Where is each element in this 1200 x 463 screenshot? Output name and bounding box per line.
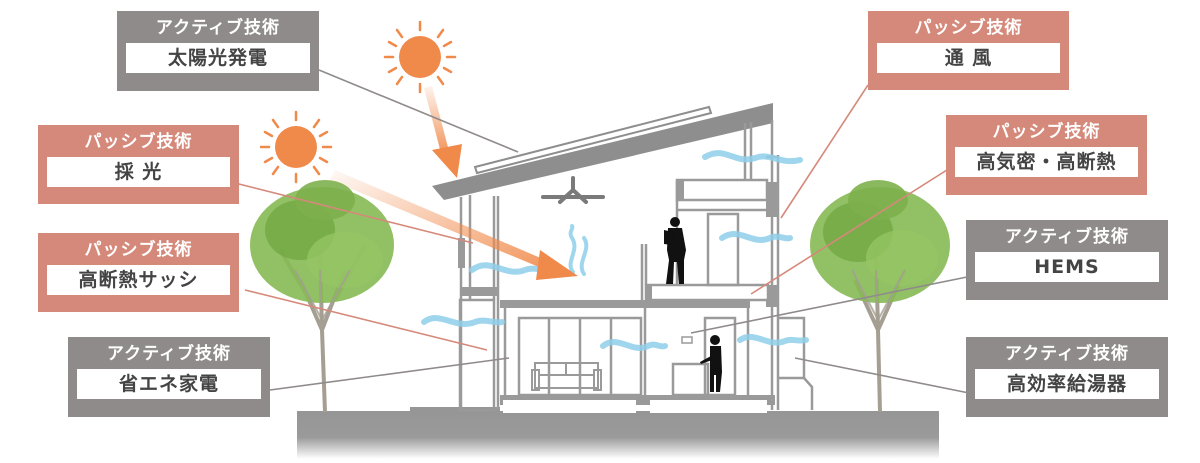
- sun-beams: [330, 86, 578, 280]
- label-name: 省エネ家電: [77, 369, 261, 399]
- sun-icon: [259, 110, 333, 184]
- solar-panel: [473, 105, 713, 175]
- heat-rise-1: [568, 224, 577, 274]
- leader-lines: [234, 69, 975, 395]
- person-cooking-icon: [700, 335, 722, 392]
- leader-solar: [318, 69, 519, 153]
- label-name: 通 風: [877, 43, 1060, 73]
- leader-ventilation: [780, 84, 869, 219]
- label-name: 採 光: [47, 157, 230, 187]
- label-ventilation: パッシブ技術 通 風: [868, 11, 1069, 90]
- label-name: 高気密・高断熱: [955, 147, 1138, 177]
- tree-left-icon: [250, 180, 394, 413]
- label-category: アクティブ技術: [155, 18, 281, 38]
- label-airtight-insulation: パッシブ技術 高気密・高断熱: [946, 115, 1147, 195]
- heat-rise-2: [579, 236, 589, 276]
- leader-appliances: [269, 357, 510, 391]
- person-standing-icon: [664, 217, 686, 284]
- label-name: 太陽光発電: [126, 43, 310, 73]
- tree-right-icon: [810, 180, 950, 413]
- label-category: パッシブ技術: [84, 132, 193, 152]
- sunlight-arrow-head-2: [432, 144, 462, 178]
- sunlight-beam-to-roof: [424, 86, 450, 157]
- label-category: パッシブ技術: [914, 18, 1023, 38]
- leader-airtight: [750, 162, 959, 295]
- leader-water-heater: [794, 357, 975, 395]
- label-insulated-sash: パッシブ技術 高断熱サッシ: [38, 233, 239, 312]
- label-name: 高断熱サッシ: [47, 265, 230, 295]
- house-structure: [432, 103, 814, 413]
- ground: [297, 407, 939, 459]
- leader-hems: [690, 275, 973, 334]
- water-heater-unit: [778, 316, 814, 410]
- wind-flow-upper-right: [702, 150, 803, 165]
- label-solar-power: アクティブ技術 太陽光発電: [117, 11, 319, 91]
- label-energy-saving-appliances: アクティブ技術 省エネ家電: [68, 337, 270, 417]
- label-category: パッシブ技術: [992, 122, 1101, 142]
- sun-icon: [383, 20, 457, 94]
- roof: [432, 103, 773, 200]
- wind-flow-2f: [719, 231, 793, 243]
- label-daylighting: パッシブ技術 採 光: [38, 125, 239, 204]
- label-category: アクティブ技術: [1004, 227, 1130, 247]
- wind-flow-1f-right: [737, 333, 809, 346]
- label-name: 高効率給湯器: [975, 369, 1159, 399]
- ceiling-fan: [541, 176, 605, 204]
- sunlight-arrow-head-1: [536, 250, 578, 280]
- sofa: [531, 362, 602, 391]
- wind-flow-1f-center: [600, 339, 668, 351]
- label-hems: アクティブ技術 HEMS: [966, 220, 1168, 300]
- label-category: アクティブ技術: [1004, 344, 1130, 364]
- label-category: アクティブ技術: [106, 344, 232, 364]
- sunlight-beam-to-window: [330, 170, 550, 270]
- label-high-efficiency-water-heater: アクティブ技術 高効率給湯器: [966, 337, 1168, 417]
- leader-daylight: [234, 182, 474, 244]
- label-name: HEMS: [975, 252, 1159, 282]
- label-category: パッシブ技術: [84, 240, 193, 260]
- wind-flow-1f-left: [421, 315, 505, 327]
- leader-insulated-sash: [244, 289, 488, 351]
